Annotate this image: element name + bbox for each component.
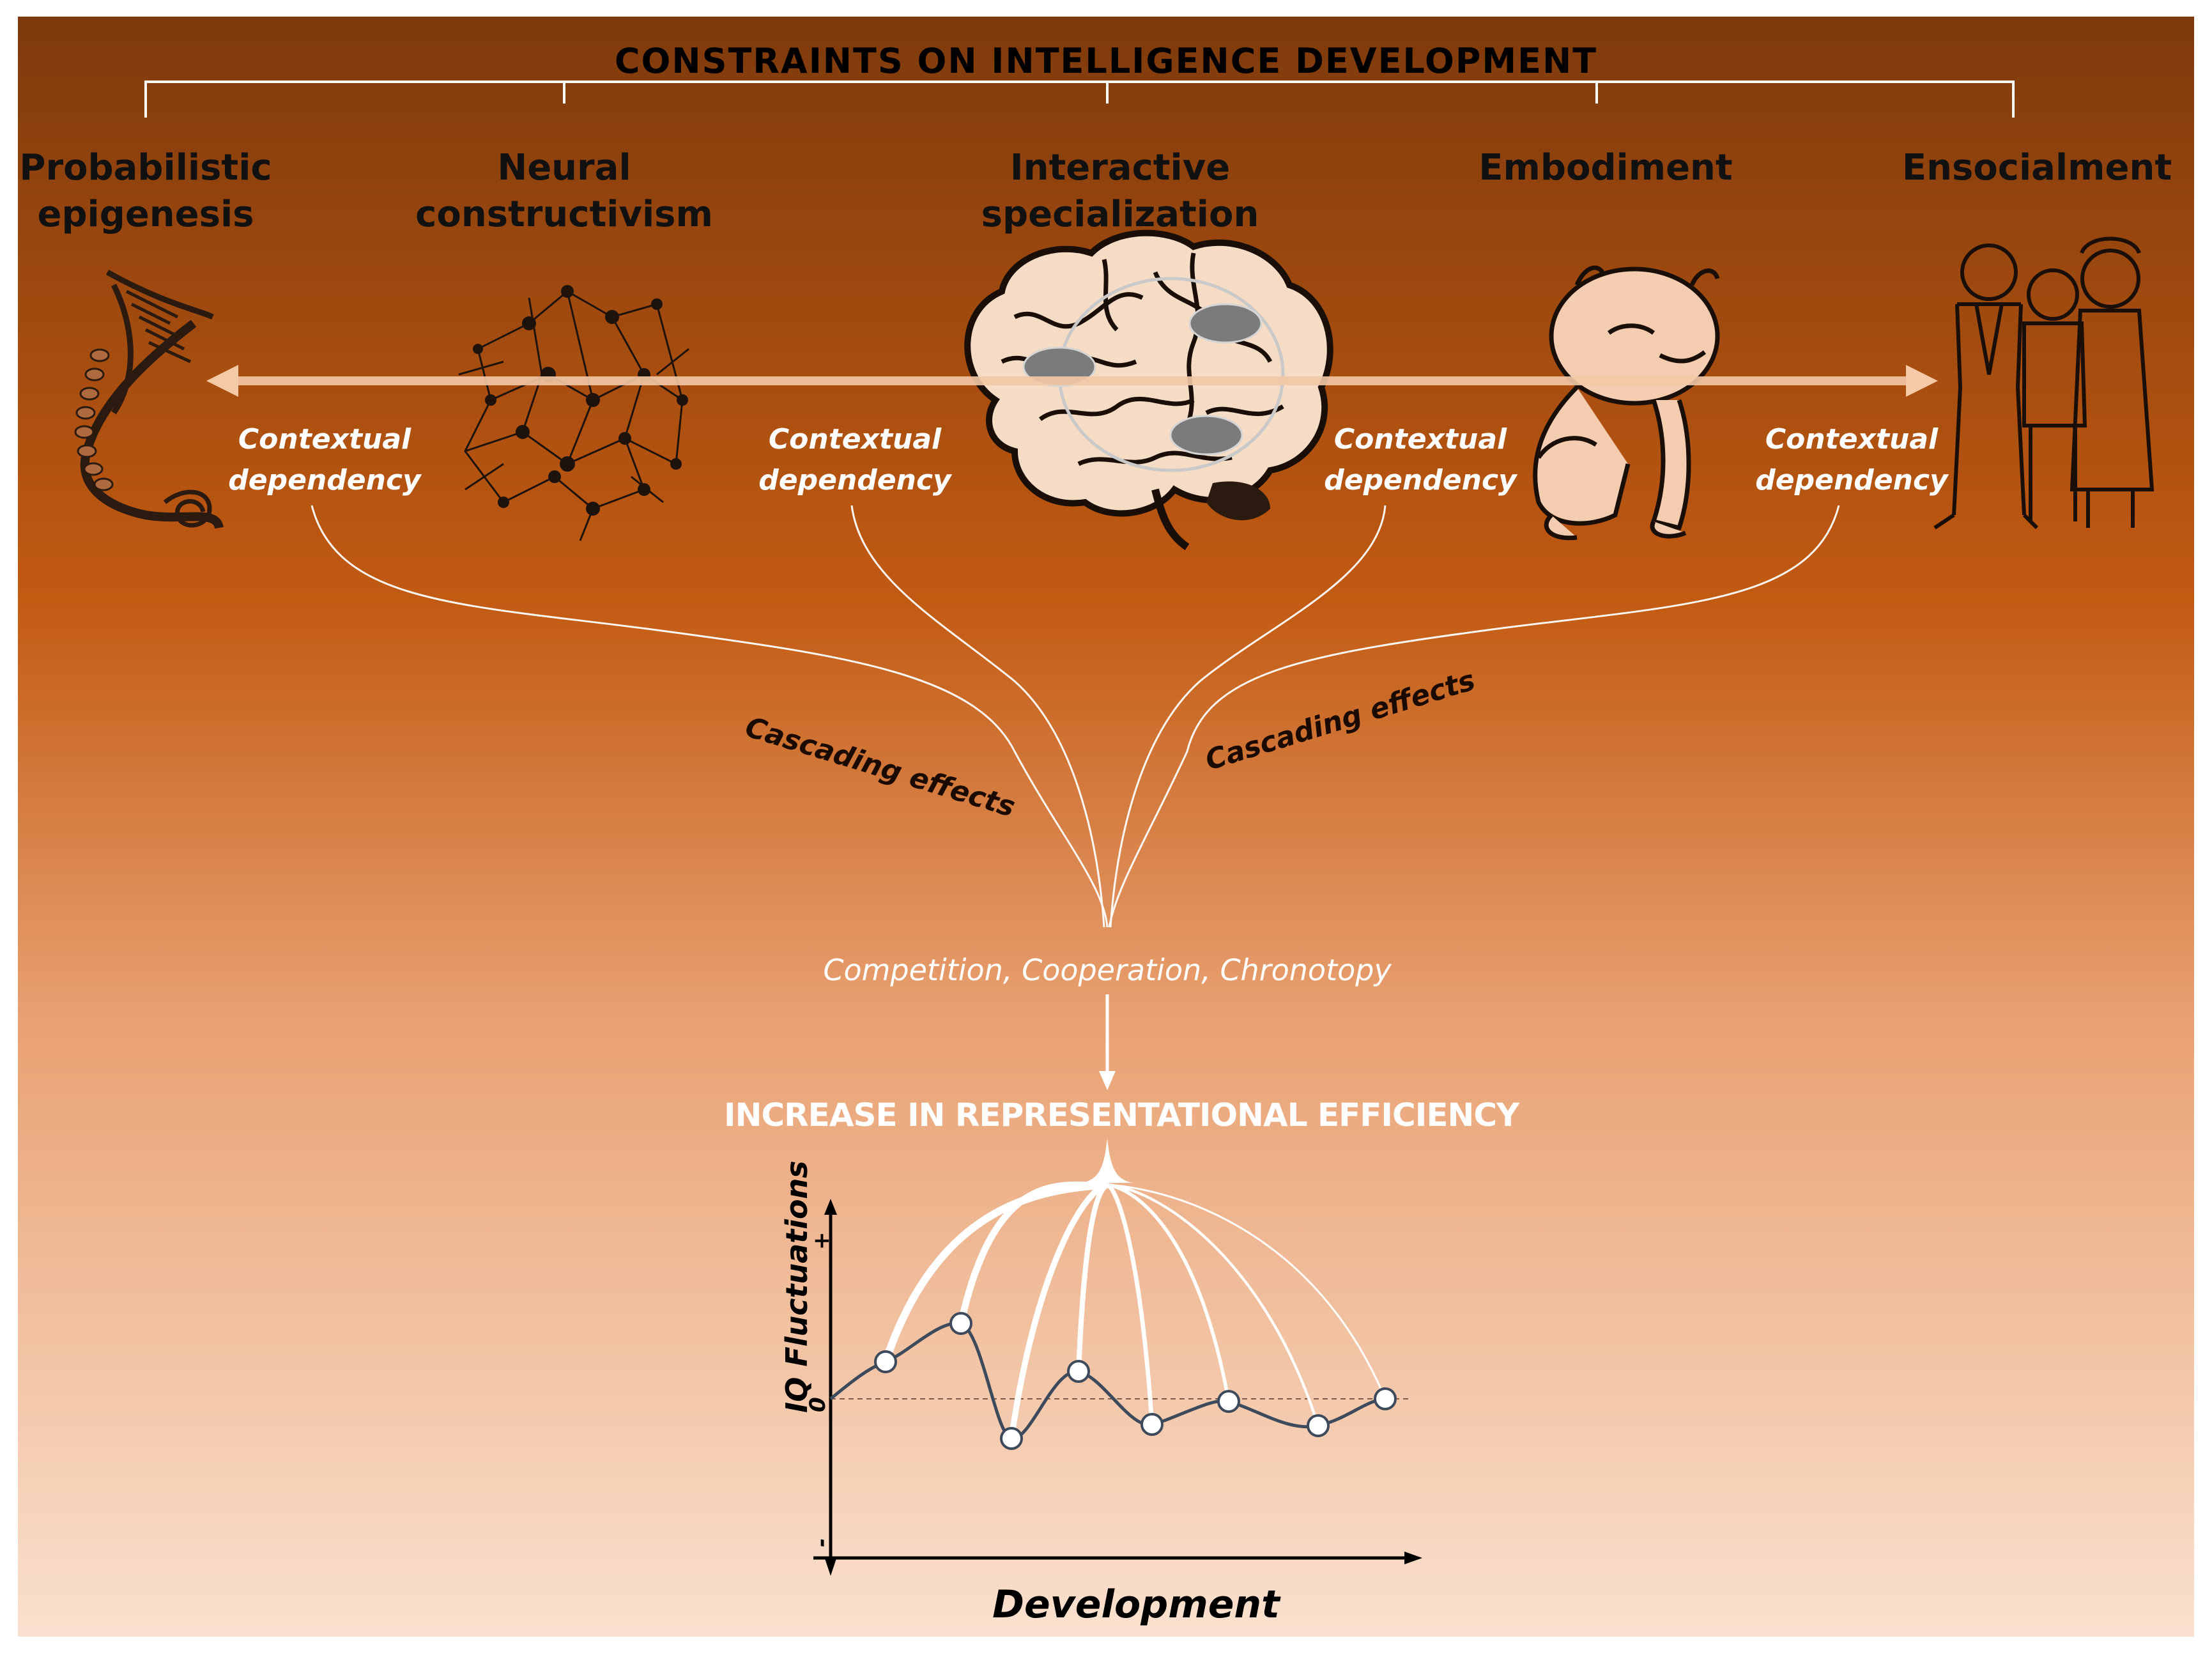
fan-curve	[1107, 1183, 1386, 1399]
mechanisms-label: Competition, Cooperation, Chronotopy	[823, 953, 1392, 987]
ctx-line2: dependency	[1755, 464, 1948, 497]
ctx-line1: Contextual	[1333, 423, 1507, 456]
crawling-baby-icon	[1533, 265, 1720, 541]
col-neural-constructivism: Neural constructivism	[401, 144, 727, 238]
col-line1: Ensocialment	[1901, 147, 2172, 189]
contextual-dependency-1: Contextual dependency	[203, 419, 446, 501]
col-line1: Interactive	[1010, 147, 1231, 189]
fan-curve	[882, 1181, 1108, 1363]
iq-node	[1000, 1427, 1023, 1450]
y-tick-minus: -	[809, 1538, 834, 1547]
y-tick-zero: 0	[805, 1397, 831, 1412]
col-embodiment: Embodiment	[1462, 144, 1749, 191]
col-line1: Neural	[497, 147, 631, 189]
contextual-dependency-2: Contextual dependency	[733, 419, 976, 501]
neuron-network-icon	[458, 285, 689, 541]
col-interactive-specialization: Interactive specialization	[960, 144, 1280, 238]
figure-title: CONSTRAINTS ON INTELLIGENCE DEVELOPMENT	[614, 41, 1598, 81]
fan-curve	[1107, 1183, 1231, 1402]
iq-graph	[813, 1138, 1422, 1576]
figure-frame: CONSTRAINTS ON INTELLIGENCE DEVELOPMENT …	[18, 17, 2194, 1637]
x-axis-label: Development	[992, 1582, 1280, 1627]
iq-nodes	[874, 1312, 1397, 1450]
ctx-line1: Contextual	[238, 423, 411, 456]
col-line2: epigenesis	[37, 194, 254, 235]
iq-node	[1374, 1387, 1397, 1410]
constraints-bracket	[144, 81, 2015, 118]
outcome-label: INCREASE IN REPRESENTATIONAL EFFICIENCY	[724, 1097, 1519, 1134]
brain-icon	[964, 229, 1333, 550]
fan-curve	[1075, 1182, 1109, 1372]
cascading-curves	[311, 505, 1840, 928]
contextual-dependency-4: Contextual dependency	[1730, 419, 1973, 501]
y-tick-plus: +	[809, 1231, 834, 1251]
fan-curve	[957, 1181, 1108, 1325]
col-ensocialment: Ensocialment	[1890, 144, 2184, 191]
y-axis-label: IQ Fluctuations	[780, 1160, 814, 1413]
col-line2: constructivism	[415, 194, 713, 235]
col-line1: Embodiment	[1479, 147, 1733, 189]
iq-node	[1141, 1413, 1164, 1436]
ctx-line2: dependency	[1324, 464, 1517, 497]
dna-helix-icon	[74, 270, 224, 530]
fan-curve	[1106, 1182, 1155, 1425]
iq-node	[1307, 1414, 1330, 1437]
ctx-line1: Contextual	[1765, 423, 1939, 456]
figure-artwork	[74, 81, 2154, 1576]
fan-curve	[1008, 1182, 1109, 1439]
col-line1: Probabilistic	[19, 147, 272, 189]
iq-node	[1217, 1390, 1240, 1413]
iq-node	[1067, 1360, 1090, 1383]
col-probabilistic-epigenesis: Probabilistic epigenesis	[18, 144, 273, 238]
ctx-line2: dependency	[228, 464, 421, 497]
col-line2: specialization	[981, 194, 1259, 235]
iq-node	[949, 1312, 972, 1335]
fan-curve	[1107, 1183, 1320, 1426]
contextual-dependency-3: Contextual dependency	[1299, 419, 1542, 501]
ctx-line1: Contextual	[768, 423, 942, 456]
contextual-double-arrow	[206, 365, 1938, 397]
ctx-line2: dependency	[758, 464, 951, 497]
outcome-arrow	[1099, 994, 1116, 1090]
family-icon	[1933, 236, 2154, 530]
iq-node	[874, 1350, 897, 1373]
